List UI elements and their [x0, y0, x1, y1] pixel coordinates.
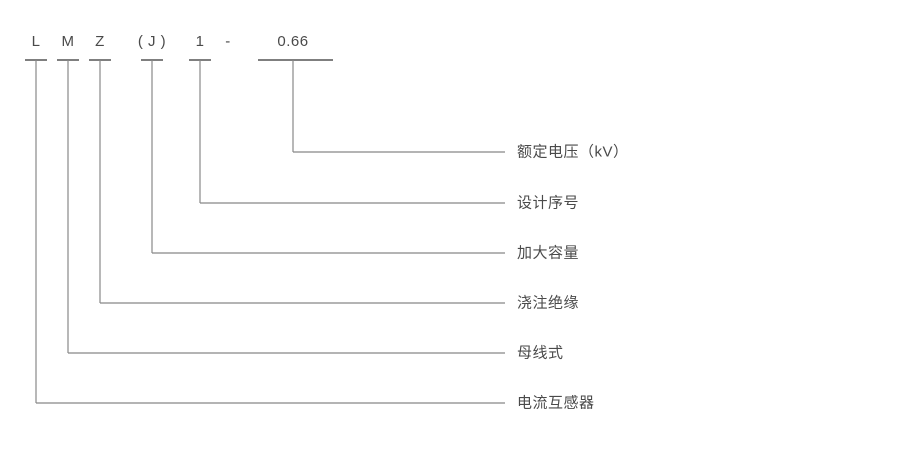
leader-label-3: 加大容量: [517, 244, 580, 262]
code-char-1: L: [31, 33, 41, 50]
code-char-4: ( J ): [137, 33, 167, 50]
leader-label-6: 电流互感器: [517, 394, 595, 412]
leader-label-1: 额定电压（kV）: [517, 143, 629, 161]
code-char-7: 0.66: [277, 33, 309, 50]
code-char-6: -: [225, 33, 231, 50]
leader-label-5: 母线式: [517, 344, 564, 362]
code-char-2: M: [61, 33, 75, 50]
code-char-3: Z: [95, 33, 105, 50]
code-char-5: 1: [195, 33, 205, 50]
leader-line-group: [25, 59, 505, 404]
leader-label-2: 设计序号: [517, 194, 580, 212]
leader-label-4: 浇注绝缘: [517, 294, 580, 312]
